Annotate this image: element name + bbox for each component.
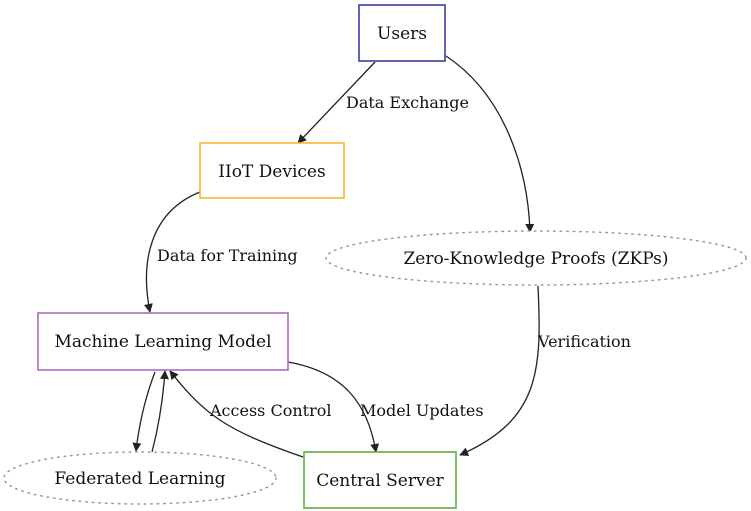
edge-users-to-iiot [297, 61, 376, 144]
edge-ml-to-fl [132, 371, 156, 452]
edge-fl-to-ml [151, 370, 169, 453]
svg-text:Federated Learning: Federated Learning [54, 469, 225, 489]
edge-server-to-ml [169, 370, 304, 458]
edge-label-access-control: Access Control [209, 401, 331, 420]
node-machine-learning-model: Machine Learning Model [37, 312, 289, 371]
svg-text:Zero-Knowledge Proofs (ZKPs): Zero-Knowledge Proofs (ZKPs) [403, 249, 668, 269]
edge-label-model-updates: Model Updates [360, 401, 484, 420]
edge-label-data-for-training: Data for Training [157, 246, 298, 265]
svg-text:Users: Users [377, 24, 427, 44]
node-users: Users [358, 4, 446, 62]
svg-text:Machine Learning Model: Machine Learning Model [54, 332, 271, 352]
edge-ml-to-server [287, 361, 380, 453]
edge-label-data-exchange: Data Exchange [346, 93, 469, 112]
node-federated-learning: Federated Learning [3, 451, 277, 505]
edge-iiot-to-ml [144, 191, 201, 313]
svg-text:Central Server: Central Server [316, 471, 444, 491]
node-zero-knowledge-proofs: Zero-Knowledge Proofs (ZKPs) [325, 230, 747, 286]
edge-zkp-to-server [459, 285, 540, 456]
node-iiot-devices: IIoT Devices [199, 142, 345, 199]
node-central-server: Central Server [303, 451, 457, 509]
edge-users-to-zkp [445, 55, 535, 233]
edge-label-verification: Verification [537, 332, 631, 351]
svg-text:IIoT Devices: IIoT Devices [218, 162, 325, 182]
